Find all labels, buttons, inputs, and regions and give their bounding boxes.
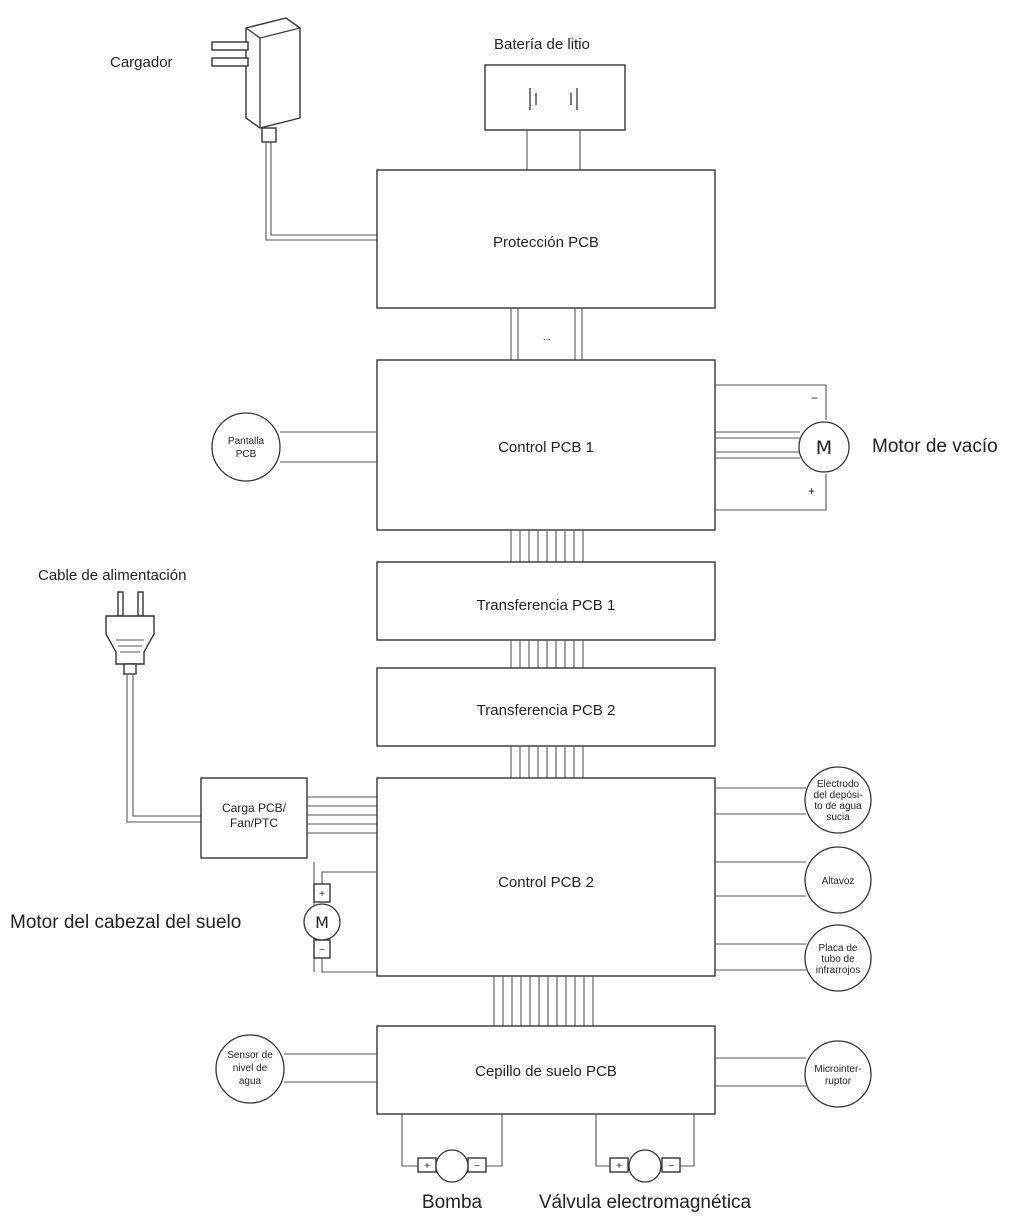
charge-pcb-box [200,777,308,859]
speaker-label: Altavoz [822,876,855,887]
valve-plus-terminal [609,1157,629,1173]
wire-ellipsis: ... [543,332,551,343]
floor-motor-circle [303,903,341,941]
transfer-pcb-2-box [376,667,716,747]
brush-pcb-label: Cepillo de suelo PCB [475,1063,617,1080]
water-sensor-label-line1: Sensor de [227,1050,273,1061]
vacuum-motor-symbol: M [816,437,832,459]
water-sensor-circle [215,1034,285,1104]
ir-board-label-line1: Placa de [819,943,858,954]
ir-board-circle [804,924,872,992]
electrode-label-line4: sucia [826,812,850,823]
protection-pcb-box [376,169,716,309]
power-plug-icon [105,591,155,675]
ir-board-label-line2: tubo de [821,954,855,965]
floor-motor-symbol: M [315,913,329,932]
electrode-label-line3: to de agua [814,801,862,812]
battery-icon [484,64,626,131]
protection-to-control1-wires [510,308,583,360]
pump-label: Bomba [422,1192,483,1213]
battery-label: Batería de litio [494,36,590,53]
control-pcb-2-label: Control PCB 2 [498,874,594,891]
electrode-circle [804,766,872,834]
microswitch-circle [804,1040,872,1108]
charge-pcb-wires [307,796,377,834]
pump-plus-sign: + [424,1161,430,1172]
display-pcb-label-line1: Pantalla [228,436,265,447]
charge-pcb-label-line1: Carga PCB/ [222,801,287,815]
power-cable-wire [126,674,201,823]
charger-icon [211,17,301,143]
power-cable-label: Cable de alimentación [38,567,186,584]
charger-cable [265,142,378,241]
charger-label: Cargador [110,54,173,71]
valve-minus-sign: − [668,1161,674,1172]
transfer-pcb-1-label: Transferencia PCB 1 [477,597,616,614]
vacuum-motor-plus: + [808,484,815,498]
valve-label: Válvula electromagnética [539,1192,752,1213]
control2-to-brush-wires [493,976,594,1026]
floor-motor-plus-terminal [313,883,331,903]
transfer2-to-control2-wires [510,746,584,778]
electrode-label-line2: del depósi- [814,790,863,801]
speaker-wires [715,861,806,897]
microswitch-label-line2: ruptor [825,1076,852,1087]
transfer1-to-transfer2-wires [510,640,584,668]
vacuum-motor-minus: − [811,391,818,405]
vacuum-motor-wires [715,384,827,511]
transfer-pcb-1-box [376,561,716,641]
pump-minus-sign: − [474,1161,480,1172]
speaker-circle [804,846,872,914]
vacuum-motor-label: Motor de vacío [872,436,998,457]
valve-wires [595,1114,695,1167]
microswitch-label-line1: Microinter- [814,1064,861,1075]
display-pcb-wires [280,431,377,463]
battery-wires [526,130,581,170]
microswitch-wires [715,1057,806,1087]
display-pcb-label-line2: PCB [236,449,257,460]
brush-pcb-box [376,1025,716,1115]
electrode-wires [715,787,806,815]
display-pcb-circle [211,412,281,482]
floor-motor-minus-sign: − [319,945,325,956]
water-sensor-label-line2: nivel de [233,1063,268,1074]
floor-motor-plus-sign: + [319,889,325,900]
control1-to-transfer1-wires [510,530,584,562]
vacuum-motor-circle [798,421,850,473]
water-sensor-wires [284,1053,377,1083]
valve-motor-circle [628,1149,662,1183]
water-sensor-label-line3: agua [239,1076,262,1087]
control-pcb-1-box [376,359,716,531]
valve-minus-terminal [661,1157,681,1173]
protection-pcb-label: Protección PCB [493,234,599,251]
pump-wires [401,1114,503,1167]
ir-board-wires [715,943,806,971]
electrode-label-line1: Electrodo [817,779,860,790]
transfer-pcb-2-label: Transferencia PCB 2 [477,702,616,719]
control-pcb-1-label: Control PCB 1 [498,439,594,456]
charge-pcb-label-line2: Fan/PTC [230,816,278,830]
control-pcb-2-box [376,777,716,977]
pump-motor-circle [435,1149,469,1183]
ir-board-label-line3: infrarrojos [816,965,860,976]
floor-motor-label: Motor del cabezal del suelo [10,912,241,933]
valve-plus-sign: + [616,1161,622,1172]
